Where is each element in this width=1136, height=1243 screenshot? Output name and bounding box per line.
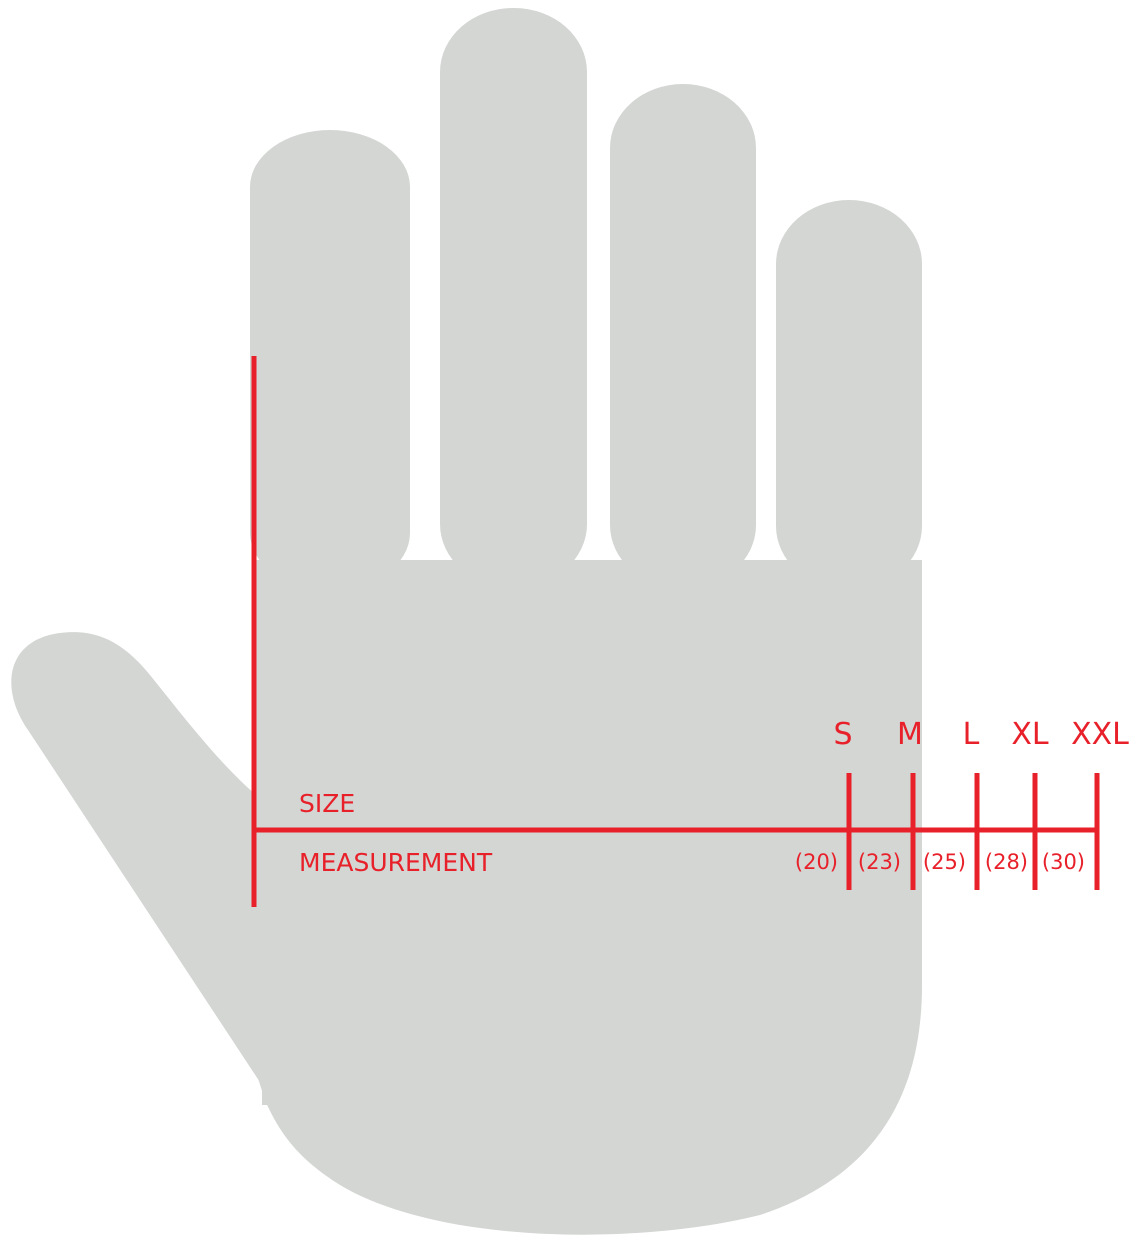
thumb [11,632,275,1105]
size-measurement-l: (25) [923,850,966,874]
size-name-xxl: XXL [1071,717,1129,752]
size-name-m: M [897,717,923,752]
size-measurement-xxl: (30) [1042,850,1085,874]
size-measurement-m: (23) [858,850,901,874]
measurement-guides [251,356,1097,907]
size-name-s: S [833,717,852,752]
size-measurement-s: (20) [795,850,838,874]
hand-silhouette-icon [11,8,922,1235]
index-finger [250,130,410,590]
little-finger [776,200,922,590]
ring-finger [610,84,756,589]
size-name-xl: XL [1011,717,1049,752]
size-name-l: L [963,717,980,752]
size-measurement-xl: (28) [985,850,1028,874]
size-label: SIZE [299,789,355,818]
palm [252,560,922,1235]
measurement-label: MEASUREMENT [299,848,493,877]
middle-finger [440,8,587,588]
size-ticks: S (20) M (23) L (25) XL (28) XXL (30) [795,717,1129,890]
